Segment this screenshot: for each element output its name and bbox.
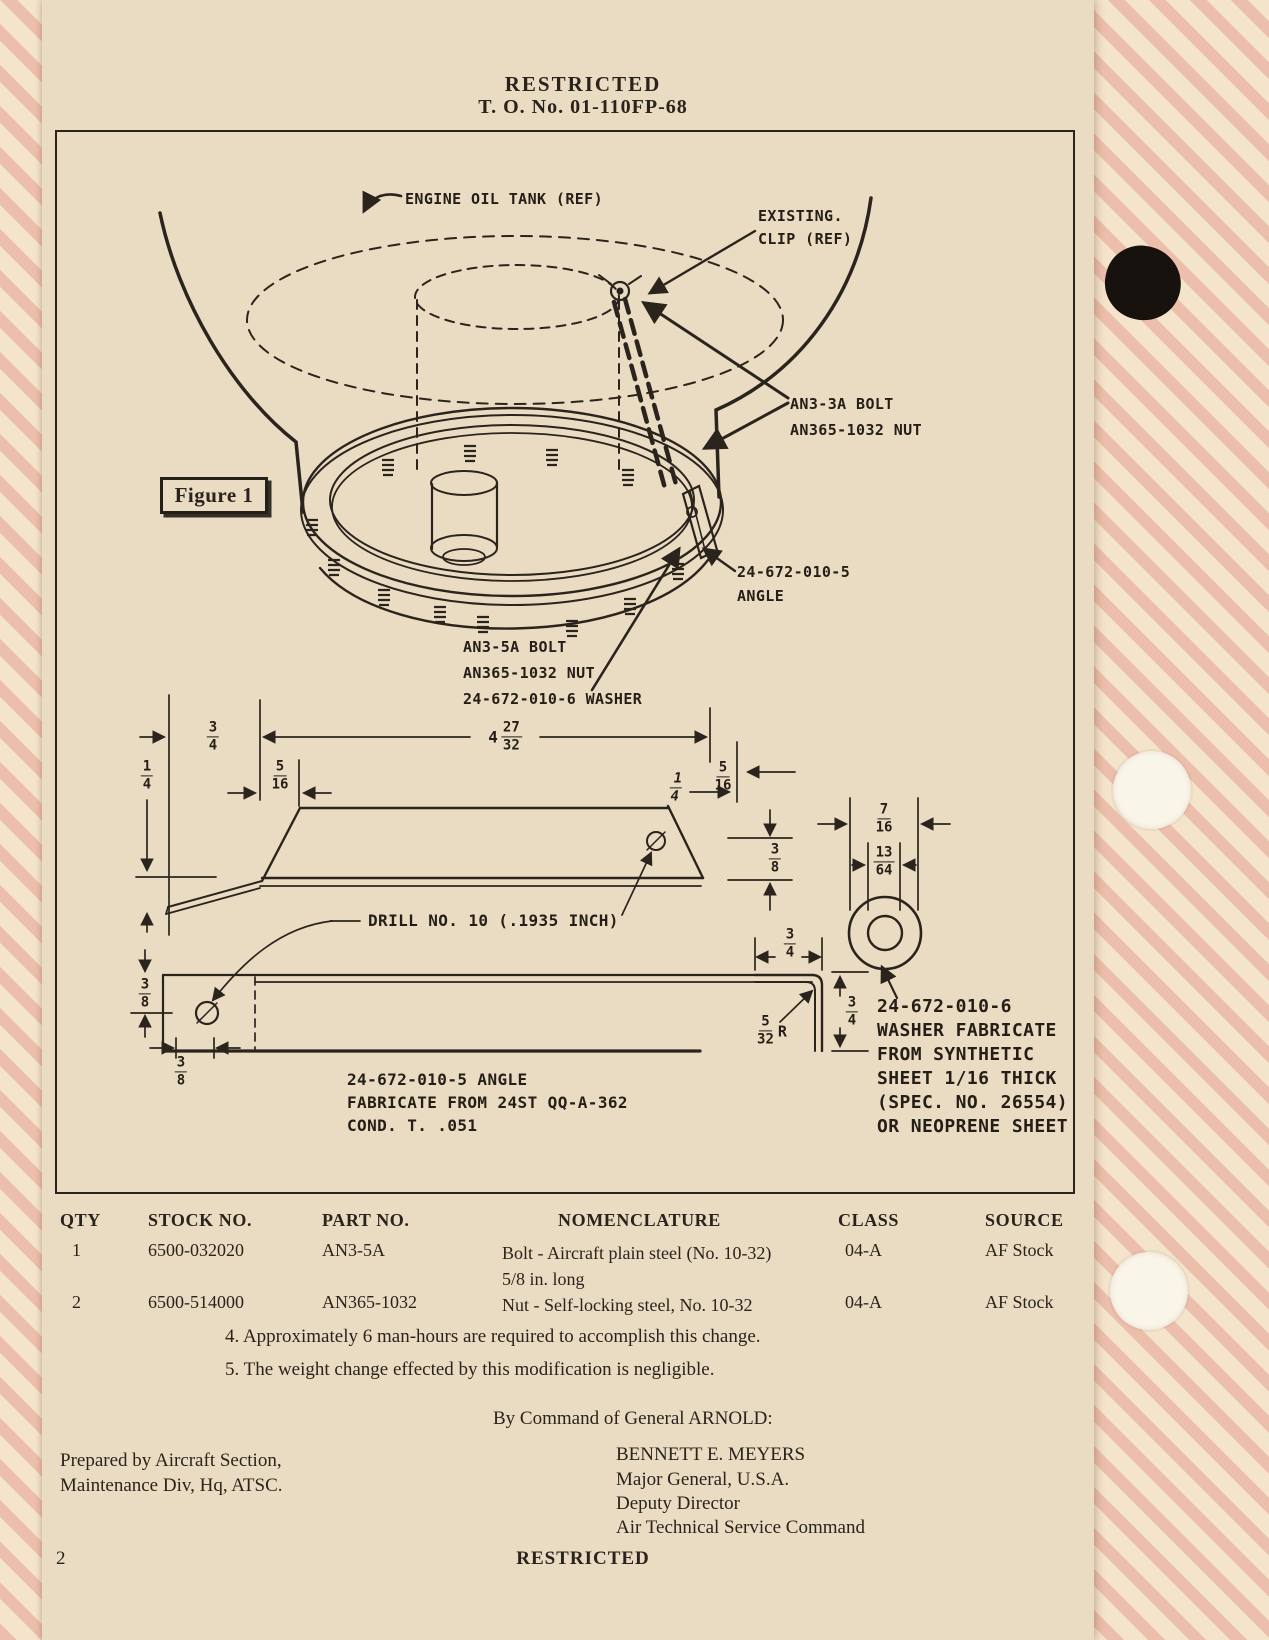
figure-label-engine-oil-tank: ENGINE OIL TANK (REF) bbox=[405, 190, 604, 208]
table-row-2-qty: 2 bbox=[72, 1292, 81, 1312]
prepared-by-line-2: Maintenance Div, Hq, ATSC. bbox=[60, 1475, 283, 1496]
signature-rank: Major General, U.S.A. bbox=[616, 1469, 790, 1490]
ink-blot-mark bbox=[1098, 238, 1188, 328]
table-row-1-part: AN3-5A bbox=[322, 1240, 385, 1260]
page-number: 2 bbox=[56, 1548, 66, 1569]
table-row-2-source: AF Stock bbox=[985, 1292, 1054, 1312]
page-classification-bottom: RESTRICTED bbox=[516, 1548, 650, 1569]
figure-border bbox=[55, 130, 1075, 1194]
signature-name: BENNETT E. MEYERS bbox=[616, 1444, 806, 1465]
signature-command: Air Technical Service Command bbox=[616, 1517, 865, 1538]
table-row-1-source: AF Stock bbox=[985, 1240, 1054, 1260]
table-header-stock: STOCK NO. bbox=[148, 1210, 253, 1230]
table-row-1-qty: 1 bbox=[72, 1240, 81, 1260]
figure-caption: Figure 1 bbox=[160, 477, 268, 514]
hole-punch bbox=[1113, 751, 1191, 829]
table-row-1-class: 04-A bbox=[845, 1240, 882, 1260]
technical-order-number: T. O. No. 01-110FP-68 bbox=[478, 96, 688, 118]
table-row-2-nomenclature: Nut - Self-locking steel, No. 10-32 bbox=[502, 1295, 753, 1315]
signature-title: Deputy Director bbox=[616, 1493, 740, 1514]
table-row-2-stock: 6500-514000 bbox=[148, 1292, 244, 1312]
figure-label-drill-note: DRILL NO. 10 (.1935 INCH) bbox=[368, 911, 619, 930]
table-header-source: SOURCE bbox=[985, 1210, 1064, 1230]
table-row-1-nomenclature: Bolt - Aircraft plain steel (No. 10-32)5… bbox=[502, 1243, 772, 1289]
paragraph-4: 4. Approximately 6 man-hours are require… bbox=[225, 1326, 761, 1347]
table-row-1-stock: 6500-032020 bbox=[148, 1240, 244, 1260]
table-row-2-class: 04-A bbox=[845, 1292, 882, 1312]
hole-punch bbox=[1110, 1252, 1188, 1330]
table-header-part: PART NO. bbox=[322, 1210, 410, 1230]
figure-label-existing-clip: EXISTING.CLIP (REF) bbox=[758, 207, 853, 248]
table-header-qty: QTY bbox=[60, 1210, 101, 1230]
table-row-2-part: AN365-1032 bbox=[322, 1292, 417, 1312]
page-classification-top: RESTRICTED bbox=[504, 72, 662, 96]
paragraph-5: 5. The weight change effected by this mo… bbox=[225, 1359, 715, 1380]
prepared-by-line-1: Prepared by Aircraft Section, bbox=[60, 1450, 282, 1471]
table-header-class: CLASS bbox=[838, 1210, 900, 1230]
table-header-nomenclature: NOMENCLATURE bbox=[558, 1210, 721, 1230]
command-line: By Command of General ARNOLD: bbox=[493, 1408, 773, 1429]
